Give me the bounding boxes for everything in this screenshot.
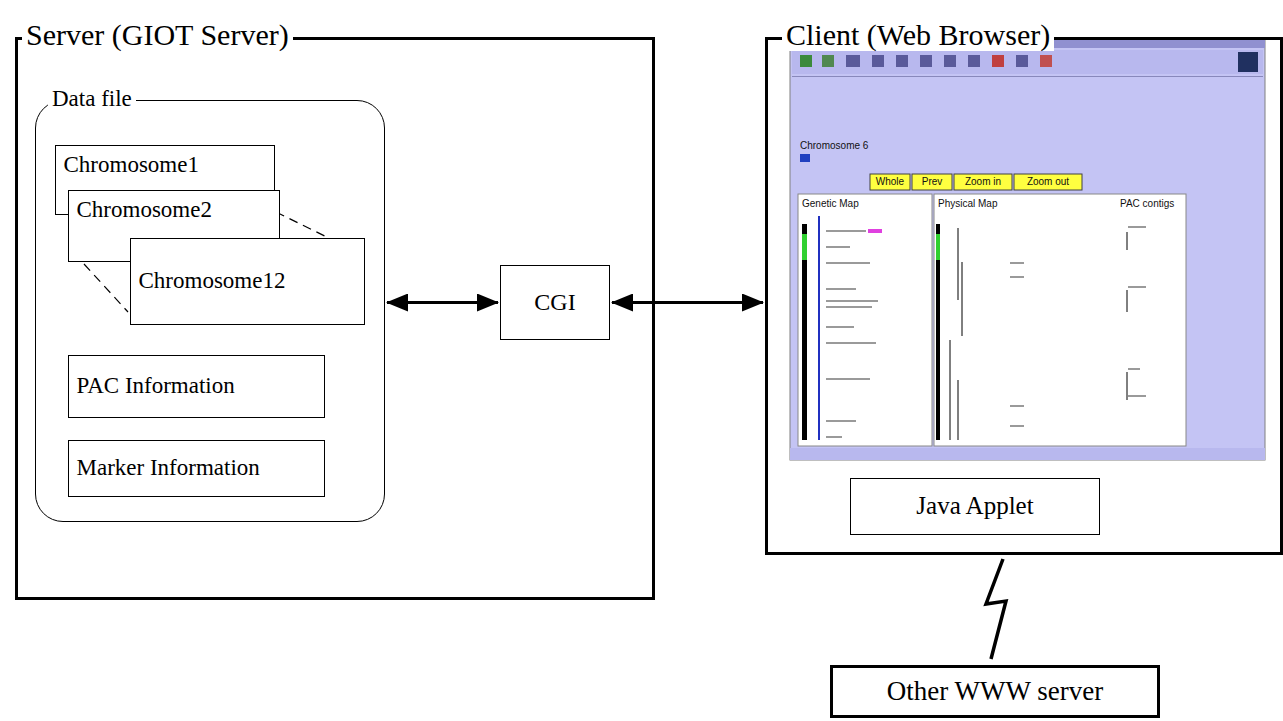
button-label: Prev xyxy=(912,176,952,188)
box-label: Java Applet xyxy=(916,492,1033,521)
window-heading: Chromosome 6 xyxy=(800,140,868,152)
file-box: Chromosome12 xyxy=(130,238,365,325)
client-box: Client (Web Browser)Java Applet xyxy=(765,37,1283,555)
server-box: Other WWW server xyxy=(830,665,1160,718)
box-label: Chromosome1 xyxy=(64,152,199,178)
panel-heading: Physical Map xyxy=(938,198,997,210)
box-label: Chromosome2 xyxy=(77,197,212,223)
box-label: Other WWW server xyxy=(887,676,1103,707)
double-arrow xyxy=(612,301,763,304)
data-file-group: Data fileChromosome1Chromosome2Chromosom… xyxy=(35,100,385,522)
applet-box: Java Applet xyxy=(850,478,1100,535)
button-label: Zoom in xyxy=(954,176,1012,188)
browser-screenshot xyxy=(790,40,1265,460)
group-title: Client (Web Browser) xyxy=(782,18,1054,51)
group-title: Server (GIOT Server) xyxy=(22,18,293,51)
stack-line xyxy=(84,264,128,312)
double-arrow xyxy=(387,301,498,304)
info-box: Marker Information xyxy=(68,440,325,497)
panel-heading: PAC contigs xyxy=(1120,198,1174,210)
panel-heading: Genetic Map xyxy=(802,198,859,210)
button-label: Whole xyxy=(870,176,910,188)
box-label: PAC Information xyxy=(77,373,235,399)
info-box: PAC Information xyxy=(68,355,325,418)
wireless-link xyxy=(986,559,1006,659)
group-title: Data file xyxy=(48,86,136,111)
cgi-box: CGI xyxy=(500,265,610,340)
box-label: Chromosome12 xyxy=(139,268,286,294)
box-label: Marker Information xyxy=(77,455,260,481)
button-label: Zoom out xyxy=(1014,176,1082,188)
box-label: CGI xyxy=(534,289,575,317)
